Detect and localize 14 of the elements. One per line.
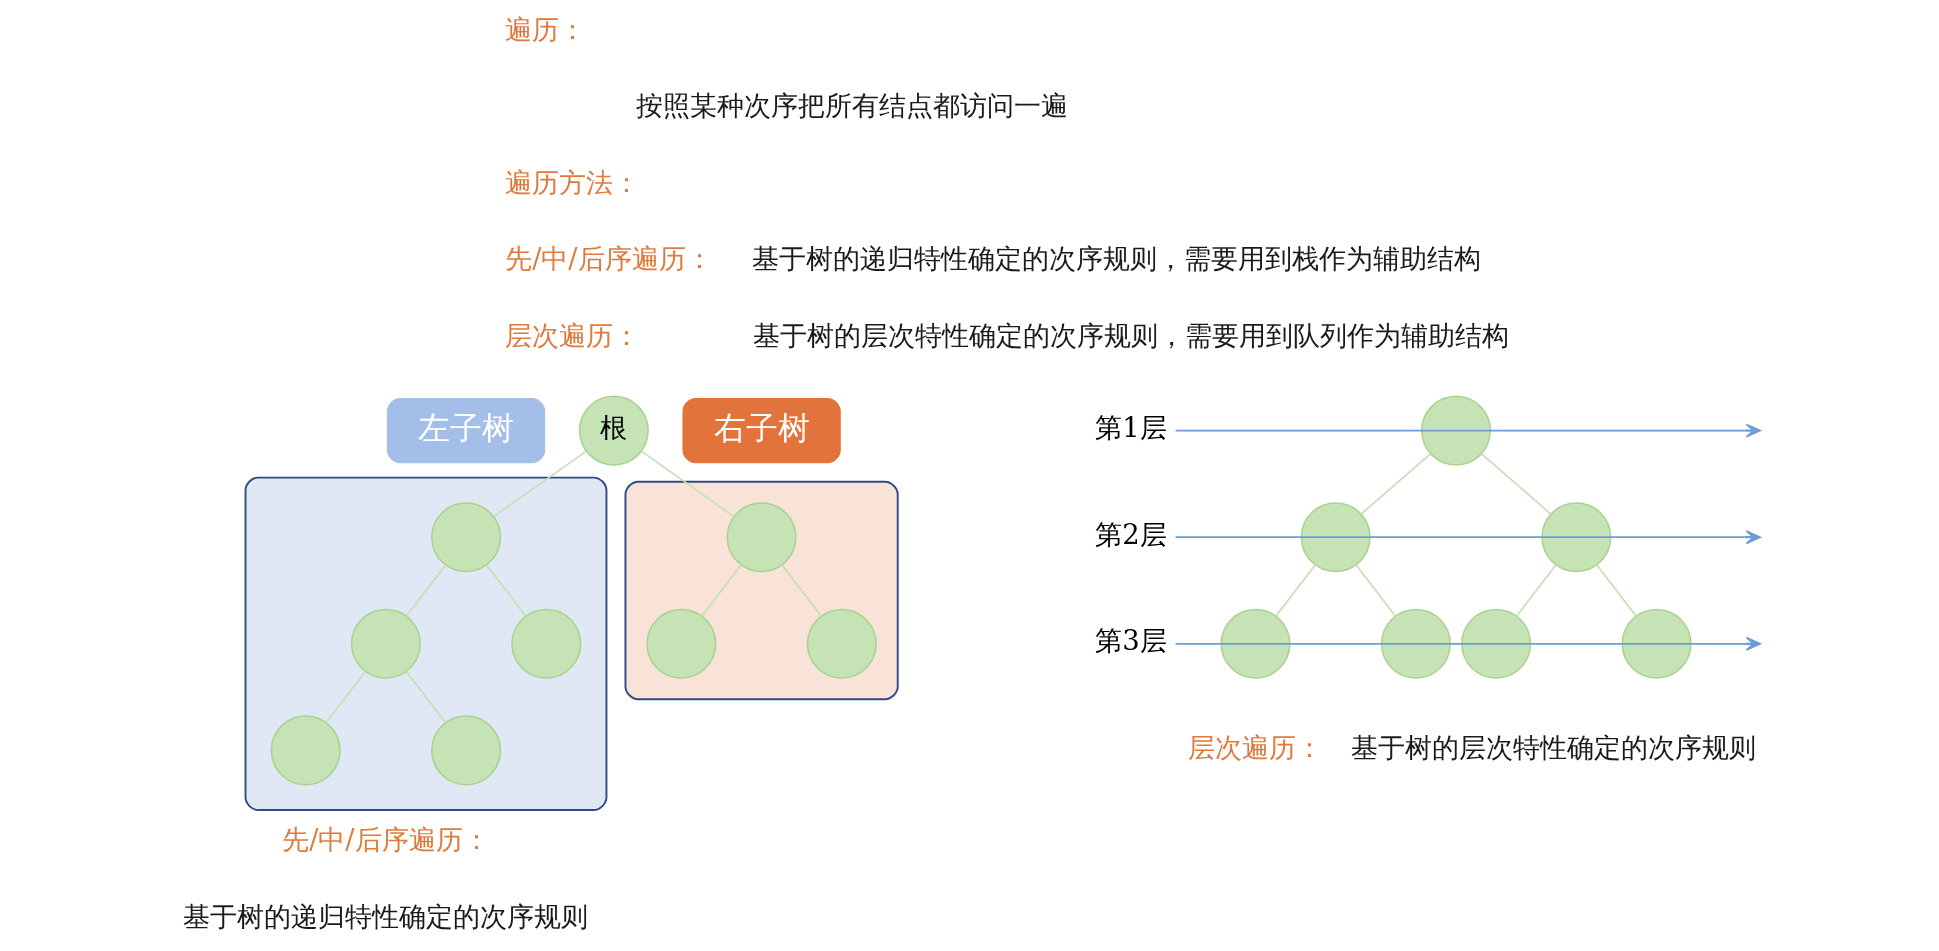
label: 基于树的递归特性确定的次序规则 <box>183 900 589 932</box>
node-text: 第2层 <box>1095 518 1167 550</box>
label: 基于树的递归特性确定的次序规则，需要用到栈作为辅助结构 <box>751 242 1481 274</box>
label: 层次遍历： <box>505 319 641 351</box>
label: 基于树的层次特性确定的次序规则 <box>1350 731 1756 763</box>
label: 先/中/后序遍历： <box>505 242 713 274</box>
label: 遍历方法： <box>505 166 641 198</box>
label: 基于树的层次特性确定的次序规则，需要用到队列作为辅助结构 <box>752 319 1509 351</box>
node-text: 第1层 <box>1095 411 1167 443</box>
node-text: 第3层 <box>1095 624 1167 656</box>
label: 按照某种次序把所有结点都访问一遍 <box>636 89 1069 121</box>
label: 先/中/后序遍历： <box>282 823 490 855</box>
label: 层次遍历： <box>1188 731 1323 763</box>
label: 遍历： <box>505 13 587 45</box>
